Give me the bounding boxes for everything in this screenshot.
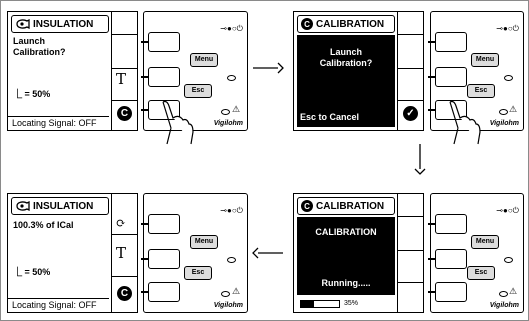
softkey-2[interactable] xyxy=(428,67,467,87)
brand-logo: Vigilohm xyxy=(489,302,519,309)
softkey-2[interactable] xyxy=(141,67,180,87)
brand-logo: Vigilohm xyxy=(213,120,243,127)
warning-icon: ⚠ xyxy=(232,286,241,296)
menu-button[interactable]: Menu xyxy=(471,235,499,249)
hand-pointer-icon xyxy=(449,100,481,145)
locating-signal-status: Locating Signal: OFF xyxy=(8,298,109,312)
calibration-header: C CALIBRATION xyxy=(297,15,395,33)
threshold-icon: ⎿ xyxy=(13,89,23,99)
history-icon: ⟳ xyxy=(116,216,127,230)
warning-icon: ⚠ xyxy=(509,286,518,296)
progress-track xyxy=(300,300,340,308)
calibration-title: CALIBRATION xyxy=(316,200,385,212)
test-glyph: T xyxy=(116,244,127,262)
indicator-led-1 xyxy=(227,75,236,81)
calibration-screen: C CALIBRATION Launch Calibration? Esc to… xyxy=(293,11,424,131)
hand-pointer-icon xyxy=(162,100,194,145)
insulation-title: INSULATION xyxy=(33,200,94,212)
calibration-body: Launch Calibration? Esc to Cancel xyxy=(297,35,395,127)
insulation-title: INSULATION xyxy=(33,18,94,30)
softkey-1[interactable] xyxy=(141,214,180,234)
key-power-icons: ⊸●○⏻ xyxy=(496,24,519,33)
softkey-column: ✓ xyxy=(397,12,423,130)
calibration-icon: C xyxy=(301,200,313,212)
calibrate-glyph: C xyxy=(117,286,132,301)
softkey-column xyxy=(397,194,423,312)
insulation-header: INSULATION xyxy=(11,15,109,33)
indicator-led-1 xyxy=(227,257,236,263)
insulation-tester-icon xyxy=(16,18,30,30)
insulation-screen: INSULATION 100.3% of ICal ⎿ = 50% Locati… xyxy=(7,193,138,313)
brand-logo: Vigilohm xyxy=(213,302,243,309)
launch-calibration-question: Launch Calibration? xyxy=(319,47,373,68)
indicator-led-1 xyxy=(504,75,513,81)
insulation-tester-icon xyxy=(16,200,30,212)
warning-icon: ⚠ xyxy=(509,104,518,114)
indicator-led-2 xyxy=(499,109,508,115)
esc-button[interactable]: Esc xyxy=(184,266,212,280)
indicator-led-2 xyxy=(221,109,230,115)
key-power-icons: ⊸●○⏻ xyxy=(220,24,243,33)
insulation-header: INSULATION xyxy=(11,197,109,215)
locating-signal-status: Locating Signal: OFF xyxy=(8,116,109,130)
arrow-down xyxy=(414,144,426,175)
progress-label: 35% xyxy=(344,300,359,307)
softkey-3[interactable] xyxy=(141,282,180,302)
softkey-1[interactable] xyxy=(141,32,180,52)
esc-to-cancel: Esc to Cancel xyxy=(300,112,360,122)
menu-button[interactable]: Menu xyxy=(190,235,218,249)
calibration-reading: 100.3% of ICal xyxy=(13,220,74,230)
softkey-column: T C xyxy=(111,12,137,130)
brand-logo: Vigilohm xyxy=(489,120,519,127)
calibrate-glyph: C xyxy=(117,106,132,121)
softkey-column: ⟳ T C xyxy=(111,194,137,312)
calibration-title: CALIBRATION xyxy=(316,18,385,30)
device-keypad: ⊸●○⏻ Menu Esc ⚠ Vigilohm xyxy=(141,11,248,131)
running-status: Running..... xyxy=(321,278,371,288)
softkey-2[interactable] xyxy=(141,249,180,269)
running-body: CALIBRATION Running..... xyxy=(297,217,395,295)
device-keypad: ⊸●○⏻ Menu Esc ⚠ Vigilohm xyxy=(141,193,248,313)
calibration-icon: C xyxy=(301,18,313,30)
test-glyph: T xyxy=(116,70,127,88)
launch-calibration-question: Launch Calibration? xyxy=(13,36,66,57)
threshold-value: ⎿ = 50% xyxy=(13,89,51,99)
arrow-right xyxy=(253,62,284,74)
indicator-led-2 xyxy=(221,291,230,297)
calibration-heading: CALIBRATION xyxy=(315,227,377,237)
insulation-screen: INSULATION Launch Calibration? ⎿ = 50% L… xyxy=(7,11,138,131)
softkey-1[interactable] xyxy=(428,32,467,52)
menu-button[interactable]: Menu xyxy=(471,53,499,67)
softkey-2[interactable] xyxy=(428,249,467,269)
device-keypad: ⊸●○⏻ Menu Esc ⚠ Vigilohm xyxy=(428,193,524,313)
esc-button[interactable]: Esc xyxy=(184,84,212,98)
menu-button[interactable]: Menu xyxy=(190,53,218,67)
indicator-led-1 xyxy=(504,257,513,263)
threshold-icon: ⎿ xyxy=(13,267,23,277)
key-power-icons: ⊸●○⏻ xyxy=(496,206,519,215)
softkey-3[interactable] xyxy=(428,282,467,302)
esc-button[interactable]: Esc xyxy=(467,84,495,98)
confirm-check-icon: ✓ xyxy=(403,106,418,121)
progress-fill xyxy=(301,301,315,307)
calibration-header: C CALIBRATION xyxy=(297,197,395,215)
esc-button[interactable]: Esc xyxy=(467,266,495,280)
device-keypad: ⊸●○⏻ Menu Esc ⚠ Vigilohm xyxy=(428,11,524,131)
arrow-left xyxy=(252,247,283,259)
calibration-running-screen: C CALIBRATION CALIBRATION Running..... 3… xyxy=(293,193,424,313)
key-power-icons: ⊸●○⏻ xyxy=(220,206,243,215)
indicator-led-2 xyxy=(499,291,508,297)
softkey-1[interactable] xyxy=(428,214,467,234)
warning-icon: ⚠ xyxy=(232,104,241,114)
threshold-value: ⎿ = 50% xyxy=(13,267,51,277)
